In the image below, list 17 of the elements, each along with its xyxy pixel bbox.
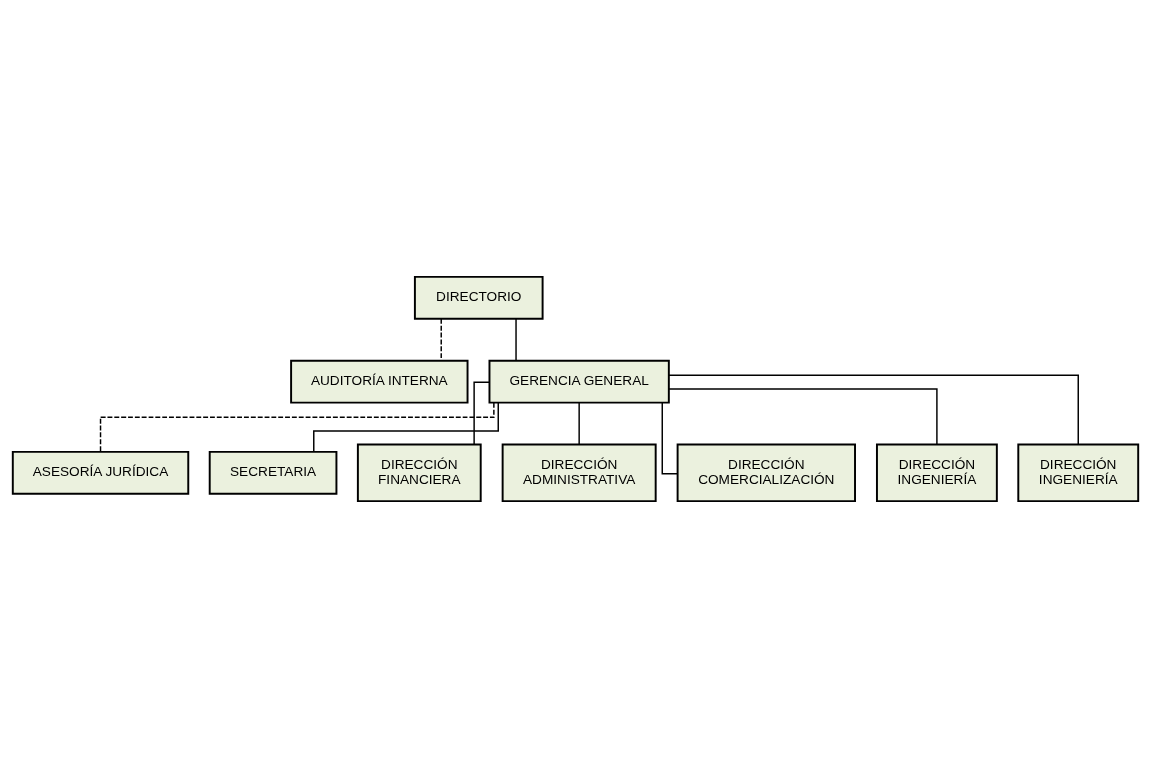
node-box: SECRETARIA [208, 450, 338, 495]
connector [578, 402, 580, 446]
node-box: DIRECTORIO [413, 275, 544, 320]
connector [313, 402, 499, 453]
node-box: DIRECCIÓN INGENIERÍA [1017, 443, 1140, 503]
node-box: AUDITORÍA INTERNA [290, 359, 469, 404]
connector [515, 318, 517, 362]
connector [99, 402, 495, 453]
connector [473, 381, 490, 446]
connector [668, 388, 938, 446]
node-box: ASESORÍA JURÍDICA [11, 450, 190, 495]
node-box: DIRECCIÓN COMERCIALIZACIÓN [676, 443, 856, 503]
node-box: GERENCIA GENERAL [488, 359, 670, 404]
node-box: DIRECCIÓN INGENIERÍA [875, 443, 998, 503]
connector [668, 374, 1079, 446]
node-box: DIRECCIÓN FINANCIERA [356, 443, 482, 503]
node-box: DIRECCIÓN ADMINISTRATIVA [501, 443, 657, 503]
